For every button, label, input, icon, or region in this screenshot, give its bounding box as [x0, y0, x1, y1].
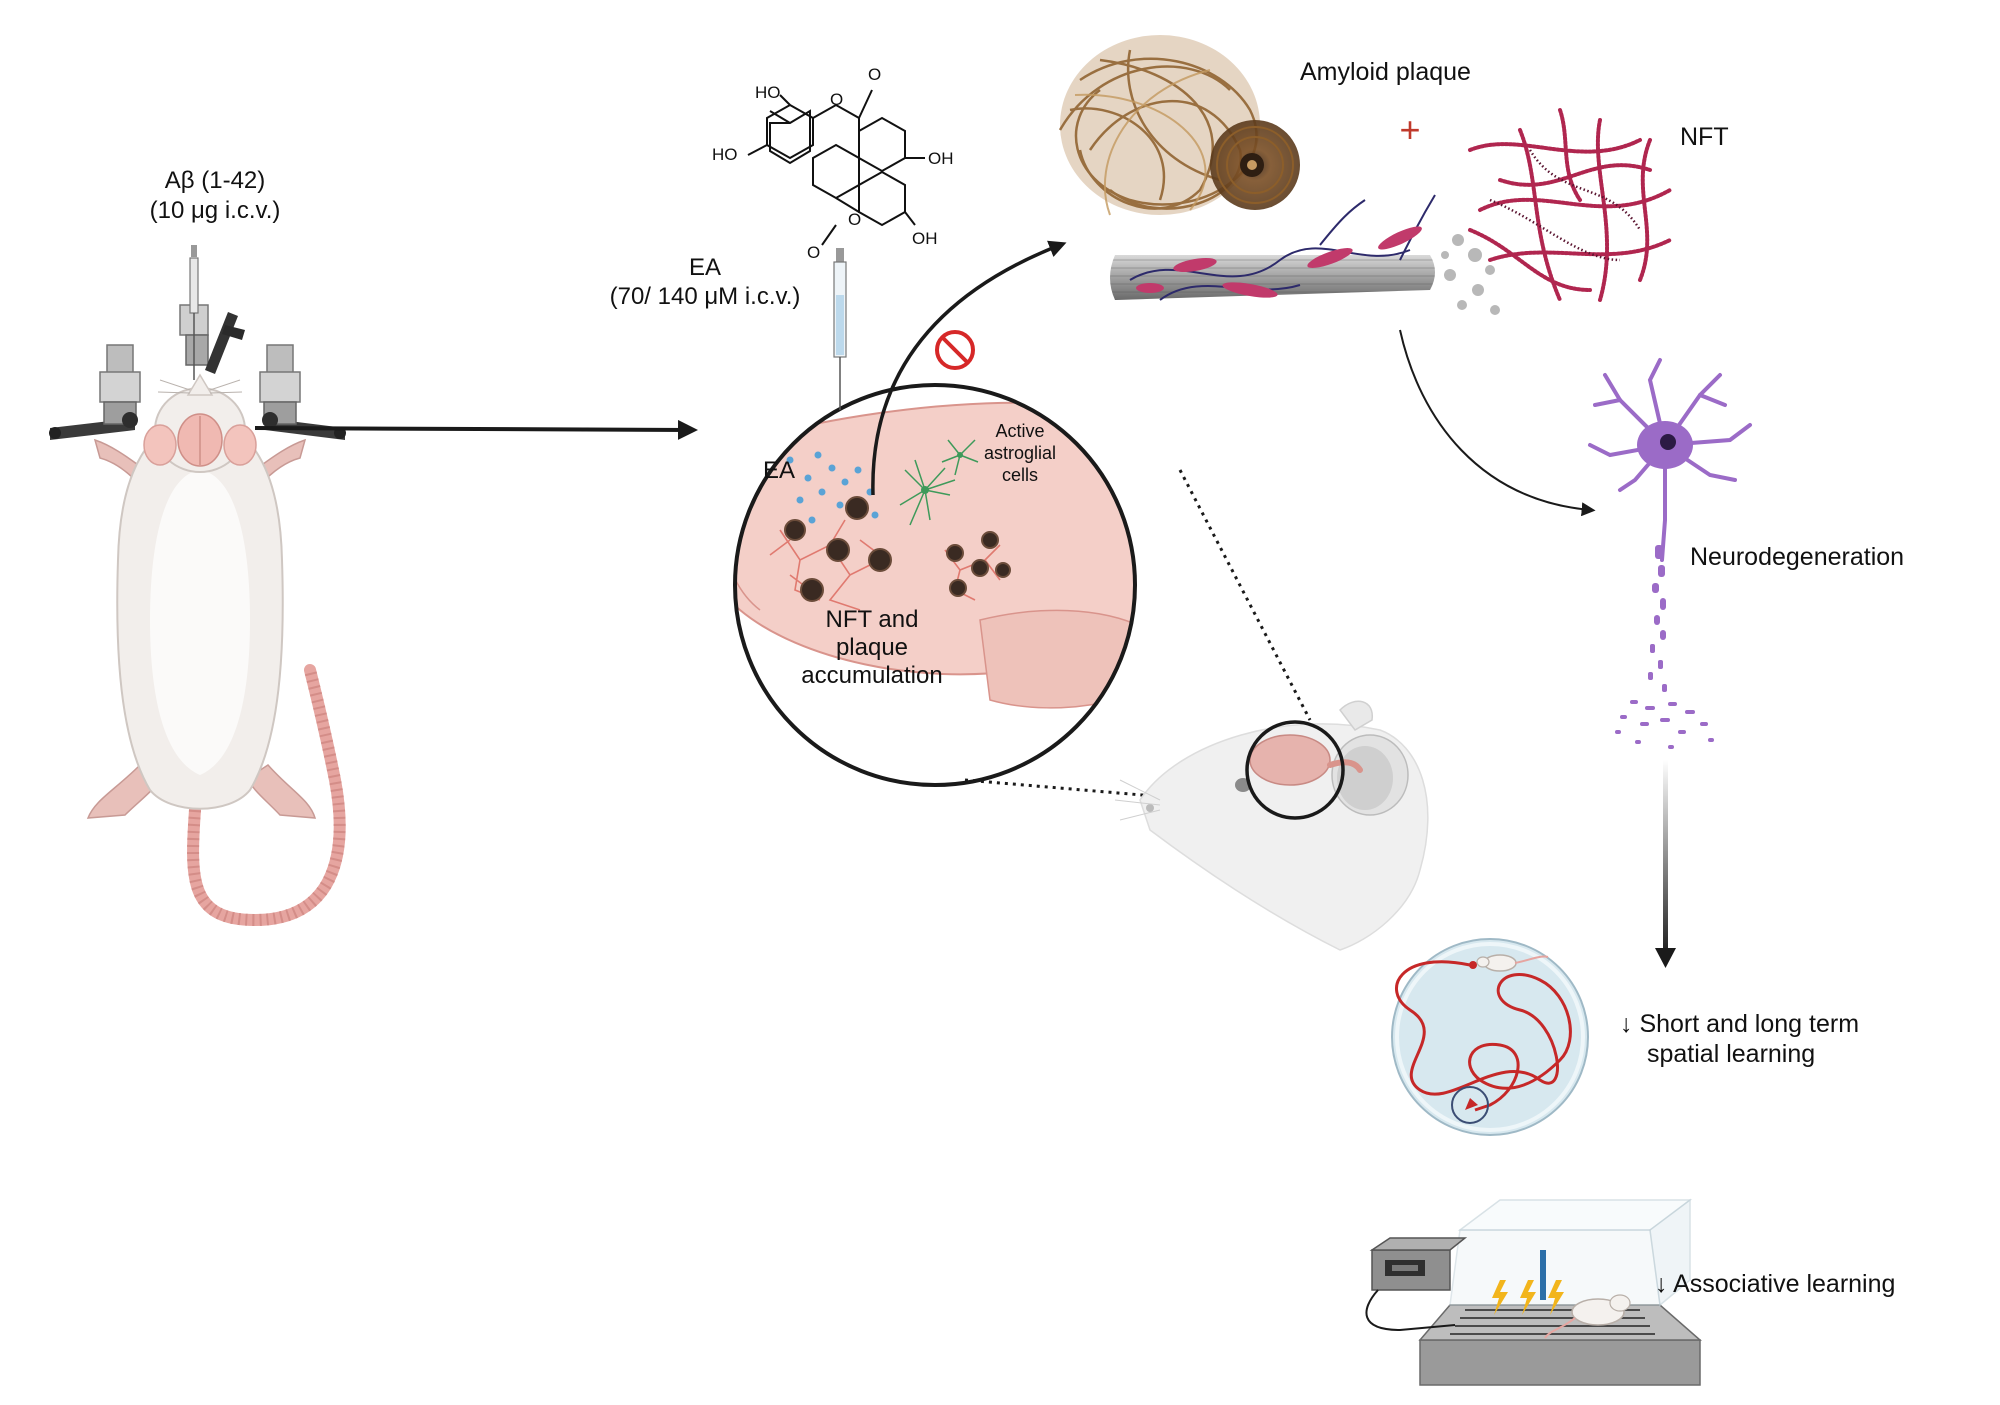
amyloid-plaque-icon [1058, 35, 1300, 216]
astro-label-2: astroglial [984, 443, 1056, 463]
arrow-pathology-to-neuron [1399, 329, 1596, 517]
accum-label-3: accumulation [801, 662, 942, 689]
ea-dose-label: (70/ 140 μM i.c.v.) [610, 283, 801, 310]
amyloid-label: Amyloid plaque [1300, 58, 1471, 86]
fade-bar [1663, 760, 1668, 950]
rat-icon [86, 373, 346, 927]
abeta-dose-label: (10 μg i.c.v.) [150, 197, 281, 224]
arrow-brain-to-pathology [871, 240, 1067, 496]
astrocyte-icon [899, 439, 979, 526]
microtubule-icon [1110, 194, 1500, 315]
abeta-label: Aβ (1-42) [165, 167, 266, 194]
ea-label: EA [689, 254, 721, 281]
chem-o-carbonyl-top: O [868, 65, 881, 84]
chem-o-carbonyl-bottom: O [807, 243, 820, 262]
ellagic-acid-molecule-icon [747, 89, 925, 246]
chem-o-ring-top: O [830, 90, 843, 109]
chem-ho-top: HO [755, 83, 781, 102]
brain-section-icon [733, 383, 1137, 787]
accum-label-1: NFT and [826, 606, 919, 633]
chem-ho-left: HO [712, 145, 738, 164]
spatial-label-1: ↓ Short and long term [1620, 1010, 1859, 1038]
chem-o-ring-bottom: O [848, 210, 861, 229]
astro-label-1: Active [995, 421, 1044, 441]
ea-inner-label: EA [763, 457, 795, 484]
neuro-label: Neurodegeneration [1690, 543, 1904, 571]
shock-box-icon [1365, 1198, 1702, 1386]
zoom-line-top [1178, 469, 1312, 721]
plus-sign: + [1399, 109, 1420, 150]
assoc-label: ↓ Associative learning [1655, 1270, 1895, 1298]
neuron-icon [1588, 358, 1752, 749]
arrow-neuro-to-behavior [1655, 948, 1676, 968]
inhibit-icon [935, 330, 975, 370]
syringe-icon [189, 245, 199, 380]
chem-oh-bottom: OH [912, 229, 938, 248]
astro-label-3: cells [1002, 465, 1038, 485]
zoom-line-bottom [964, 778, 1261, 807]
chem-oh-right: OH [928, 149, 954, 168]
arrow-rat-to-brain [254, 419, 698, 440]
stereotaxic-frame-icon [49, 304, 346, 440]
syringe-icon [833, 248, 847, 410]
accum-label-2: plaque [836, 634, 908, 661]
spatial-label-2: spatial learning [1647, 1040, 1815, 1068]
nft-label: NFT [1680, 123, 1729, 151]
water-maze-icon [1391, 938, 1589, 1136]
rat-head-icon [1114, 700, 1429, 951]
nft-icon [1468, 108, 1672, 302]
